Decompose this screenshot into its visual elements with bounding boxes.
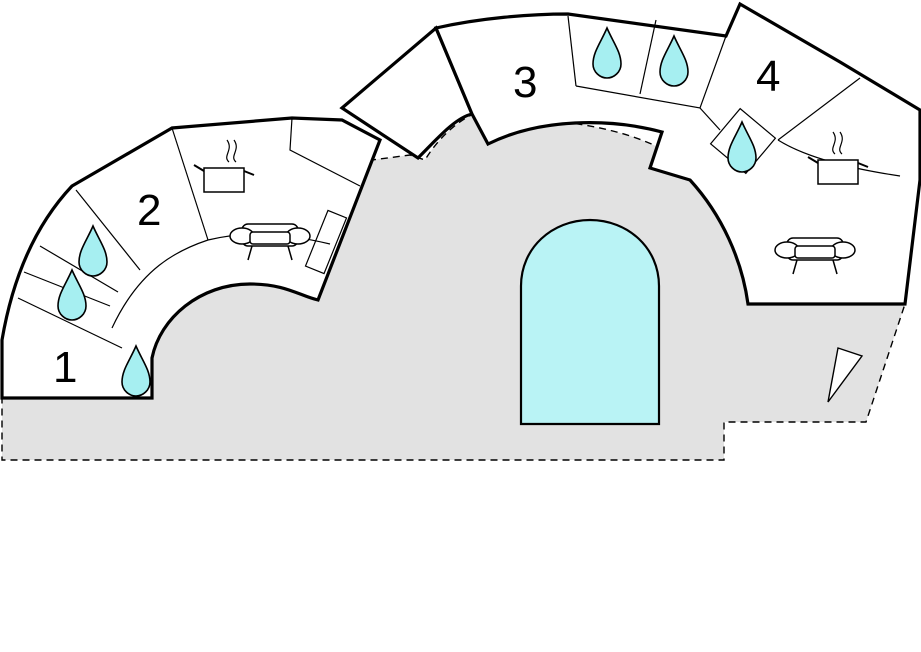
- pool: [519, 218, 661, 426]
- room-label-3: 3: [513, 58, 537, 107]
- room-label-2: 2: [137, 186, 161, 235]
- room-label-1: 1: [53, 343, 77, 392]
- partition: [39, 245, 119, 293]
- cooking-pot-icon: [807, 131, 869, 185]
- partition: [777, 77, 861, 141]
- west-wing: [0, 116, 383, 400]
- water-drop-icon: [78, 223, 108, 277]
- partition: [567, 15, 577, 87]
- water-drop-icon: [57, 267, 87, 321]
- partition: [171, 127, 209, 241]
- east-wing: [433, 1, 921, 306]
- window-bay: [304, 209, 348, 275]
- partition: [289, 117, 361, 187]
- water-drop-icon: [659, 33, 689, 87]
- water-drop-icon: [727, 119, 757, 173]
- partition: [75, 189, 141, 271]
- triangle-marker-icon: [827, 347, 864, 403]
- sofa-icon: [774, 237, 856, 275]
- sofa-icon: [229, 223, 311, 261]
- cooking-pot-icon: [193, 139, 255, 193]
- partition: [639, 19, 657, 95]
- room-label-4: 4: [756, 52, 780, 101]
- partition: [17, 297, 123, 349]
- water-drop-icon: [592, 25, 622, 79]
- water-drop-icon: [121, 343, 151, 397]
- partition: [699, 107, 721, 131]
